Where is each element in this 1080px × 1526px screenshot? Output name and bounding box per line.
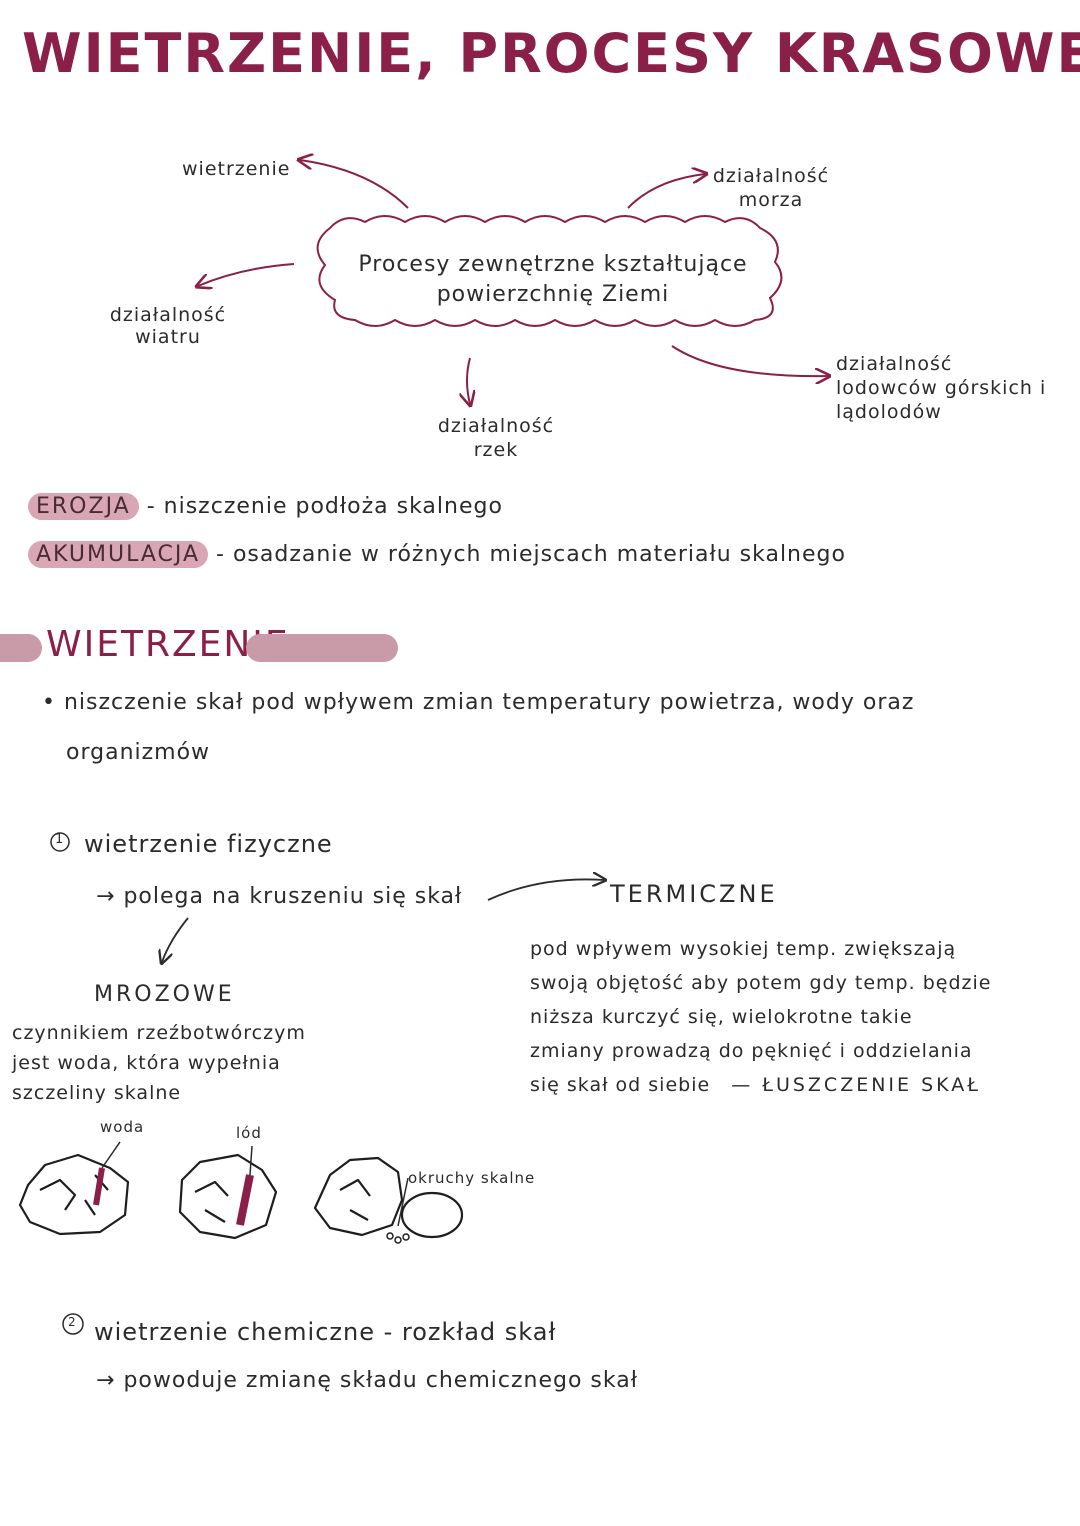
arrow-glyph: → bbox=[96, 884, 116, 909]
arrow-to-termiczne bbox=[487, 879, 604, 901]
section-bar-left bbox=[0, 634, 42, 662]
rock-sketch-fragments bbox=[313, 1156, 464, 1244]
chemical-desc: → powoduje zmianę składu chemicznego ska… bbox=[96, 1368, 638, 1393]
definition-erozja-text: - niszczenie podłoża skalnego bbox=[146, 494, 503, 519]
term-akumulacja: AKUMULACJA bbox=[28, 541, 209, 568]
rock-sketch-water bbox=[18, 1141, 130, 1236]
bullet-line-2: organizmów bbox=[66, 740, 211, 765]
bullet-dot: • bbox=[42, 690, 56, 715]
termiczne-text: pod wpływem wysokiej temp. zwiększają sw… bbox=[530, 932, 991, 1102]
termiczne-line-3: niższa kurczyć się, wielokrotne takie bbox=[530, 1006, 913, 1028]
mrozowe-line-3: szczeliny skalne bbox=[12, 1082, 182, 1104]
arrow-glyph-2: → bbox=[96, 1368, 116, 1393]
arrow-to-lodowcow bbox=[671, 345, 828, 376]
label-woda: woda bbox=[100, 1118, 145, 1136]
arrow-to-wiatru bbox=[198, 263, 295, 286]
mrozowe-title: MROZOWE bbox=[94, 982, 235, 1007]
definition-erozja: EROZJA - niszczenie podłoża skalnego bbox=[28, 493, 503, 520]
node-rzek: działalność rzek bbox=[437, 415, 555, 461]
bullet-line-1: • niszczenie skał pod wpływem zmian temp… bbox=[42, 690, 914, 715]
number-label-2: 2 bbox=[68, 1315, 77, 1329]
term-erozja: EROZJA bbox=[28, 493, 139, 520]
chemical-desc-text: powoduje zmianę składu chemicznego skał bbox=[123, 1368, 638, 1393]
physical-heading: wietrzenie fizyczne bbox=[84, 830, 333, 858]
label-lod: lód bbox=[236, 1124, 262, 1142]
section-bar-right bbox=[246, 634, 398, 662]
bullet-text-1: niszczenie skał pod wpływem zmian temper… bbox=[63, 690, 915, 715]
diagram-center-text: Procesy zewnętrzne kształtujące powierzc… bbox=[358, 252, 748, 307]
arrow-to-morza bbox=[627, 174, 705, 209]
mrozowe-text: czynnikiem rzeźbotwórczym jest woda, któ… bbox=[12, 1018, 306, 1108]
physical-desc: → polega na kruszeniu się skał bbox=[96, 884, 462, 909]
node-morza: działalność morza bbox=[712, 165, 830, 211]
label-okruchy: okruchy skalne bbox=[408, 1169, 536, 1187]
number-circle-1 bbox=[50, 832, 70, 852]
node-wietrzenie: wietrzenie bbox=[182, 158, 291, 180]
termiczne-line-4: zmiany prowadzą do pęknięć i oddzielania bbox=[530, 1040, 973, 1062]
node-lodowcow: działalność lodowców górskich i lądolodó… bbox=[836, 353, 1047, 423]
number-circle-2 bbox=[62, 1313, 84, 1335]
termiczne-line-1: pod wpływem wysokiej temp. zwiększają bbox=[530, 938, 957, 960]
physical-desc-text: polega na kruszeniu się skał bbox=[123, 884, 463, 909]
termiczne-line-5-text: się skał od siebie bbox=[530, 1074, 711, 1096]
definition-akumulacja-text: - osadzanie w różnych miejscach materiał… bbox=[216, 542, 846, 567]
cloud-shape bbox=[316, 215, 783, 327]
mrozowe-line-1: czynnikiem rzeźbotwórczym bbox=[12, 1022, 306, 1044]
termiczne-line-5: się skał od siebie — ŁUSZCZENIE SKAŁ bbox=[530, 1068, 991, 1102]
definition-akumulacja: AKUMULACJA - osadzanie w różnych miejsca… bbox=[28, 541, 846, 568]
number-label-1: 1 bbox=[55, 832, 65, 847]
termiczne-line-2: swoją objętość aby potem gdy temp. będzi… bbox=[530, 972, 992, 994]
mrozowe-line-2: jest woda, która wypełnia bbox=[12, 1052, 281, 1074]
chemical-heading: wietrzenie chemiczne - rozkład skał bbox=[94, 1318, 557, 1346]
arrow-to-mrozowe bbox=[162, 917, 189, 962]
arrow-to-rzek bbox=[467, 357, 470, 404]
arrow-to-wietrzenie bbox=[300, 160, 409, 209]
luszczenie-term: — ŁUSZCZENIE SKAŁ bbox=[731, 1074, 981, 1096]
rock-sketch-ice bbox=[178, 1145, 278, 1240]
page-title: WIETRZENIE, PROCESY KRASOWE bbox=[22, 22, 1080, 85]
termiczne-title: TERMICZNE bbox=[610, 880, 778, 908]
node-wiatru: działalność wiatru bbox=[109, 304, 227, 348]
